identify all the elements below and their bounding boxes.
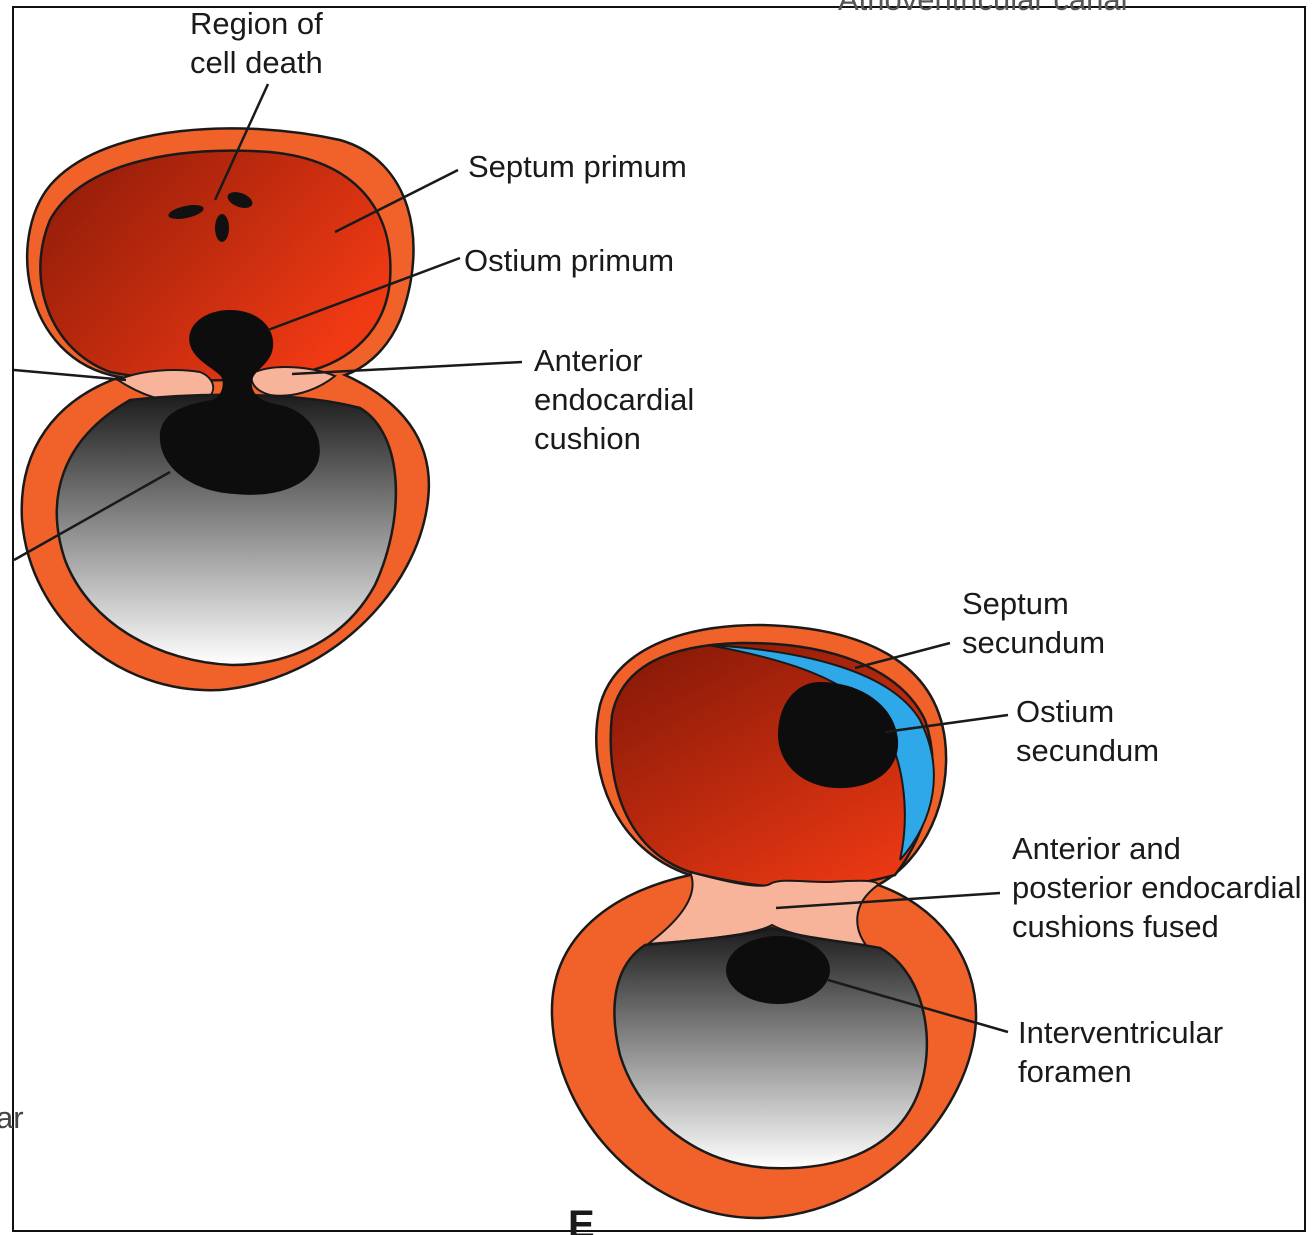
label-line: cell death	[190, 43, 323, 82]
cell-death-spot	[215, 214, 229, 242]
label-ostium-primum: Ostium primum	[464, 241, 674, 280]
partial-top-label: Atrioventricular canal	[838, 0, 1127, 19]
partial-left-label: ar	[0, 1098, 24, 1137]
label-line: cushions fused	[1012, 907, 1302, 946]
label-line: Ostium primum	[464, 241, 674, 280]
heart-upper-left	[22, 128, 429, 690]
label-anterior-cushion: Anterior endocardial cushion	[534, 341, 694, 458]
label-line: foramen	[1018, 1052, 1223, 1091]
label-line: Region of	[190, 4, 323, 43]
label-line: Septum primum	[468, 147, 687, 186]
label-cushions-fused: Anterior and posterior endocardial cushi…	[1012, 829, 1302, 946]
label-line: secundum	[962, 623, 1105, 662]
label-interventricular-foramen: Interventricular foramen	[1018, 1013, 1223, 1091]
partial-bottom-letter: E	[568, 1206, 595, 1235]
label-ostium-secundum: Ostium secundum	[1016, 692, 1159, 770]
label-line: posterior endocardial	[1012, 868, 1302, 907]
label-line: Septum	[962, 584, 1105, 623]
label-line: Interventricular	[1018, 1013, 1223, 1052]
heart-lower-right	[552, 625, 976, 1218]
label-line: Anterior and	[1012, 829, 1302, 868]
label-septum-primum: Septum primum	[468, 147, 687, 186]
label-line: secundum	[1016, 731, 1159, 770]
label-region-cell-death: Region of cell death	[190, 4, 323, 82]
label-line: Ostium	[1016, 692, 1159, 731]
label-line: Anterior	[534, 341, 694, 380]
label-line: endocardial	[534, 380, 694, 419]
heart2-interventricular-foramen	[726, 936, 830, 1004]
label-line: cushion	[534, 419, 694, 458]
label-septum-secundum: Septum secundum	[962, 584, 1105, 662]
